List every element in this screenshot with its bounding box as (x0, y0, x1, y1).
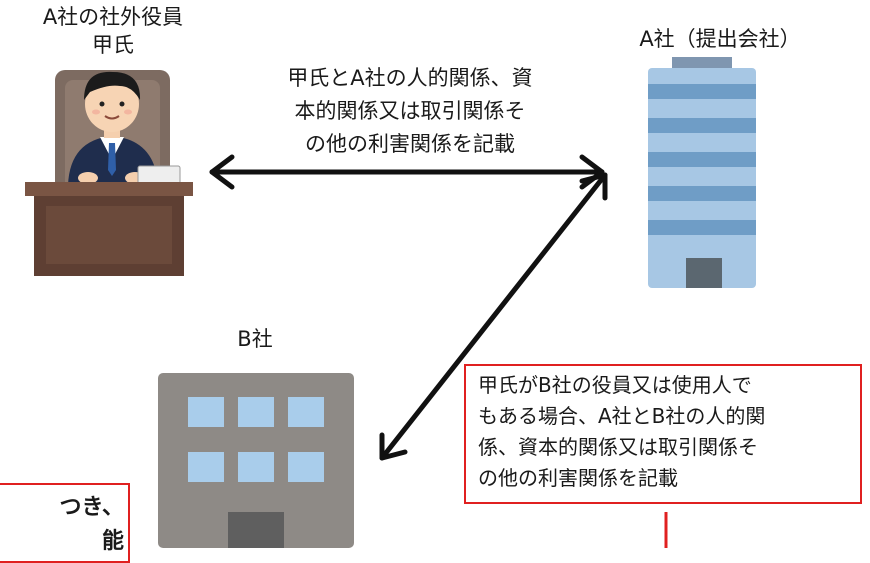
arrow-a-to-b (379, 172, 608, 461)
company-b-label: B社 (237, 327, 273, 351)
cut-note-box: つき、 能 (0, 483, 130, 563)
note-text: 甲氏がB社の役員又は使用人で もある場合、A社とB社の人的関 係、資本的関係又は… (478, 373, 766, 490)
executive-illustration (25, 70, 193, 276)
company-b-building (158, 373, 354, 548)
diagram-graphics (25, 57, 756, 548)
executive-label: A社の社外役員 甲氏 (42, 5, 184, 57)
company-a-label: A社（提出会社） (639, 27, 801, 51)
note-box: 甲氏がB社の役員又は使用人で もある場合、A社とB社の人的関 係、資本的関係又は… (464, 364, 862, 504)
company-a-building (648, 57, 756, 288)
relation-ab-text: 甲氏とA社の人的関係、資 本的関係又は取引関係そ の他の利害関係を記載 (287, 66, 533, 156)
arrow-exec-to-a (209, 154, 605, 190)
cut-note-text: つき、 能 (59, 495, 124, 554)
